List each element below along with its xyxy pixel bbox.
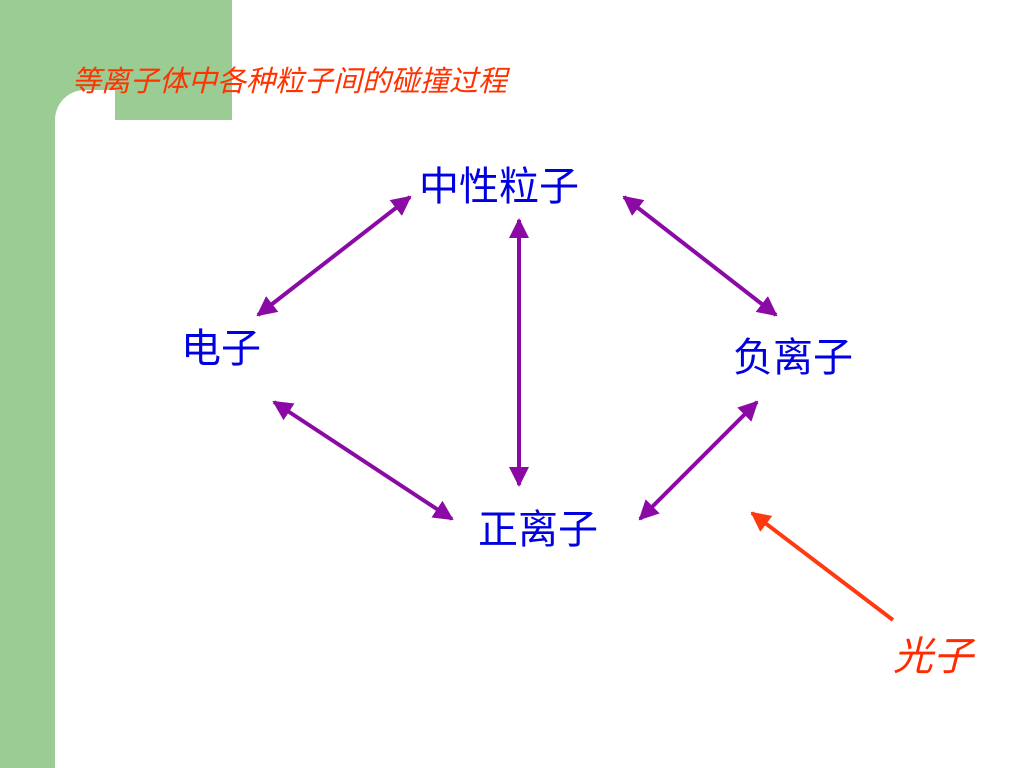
node-photon: 光子 bbox=[893, 634, 973, 680]
arrow-negative-ion-positive-ion bbox=[638, 400, 759, 521]
node-neutral-particle: 中性粒子 bbox=[419, 164, 579, 210]
node-electron: 电子 bbox=[181, 326, 261, 372]
arrow-electron-positive-ion bbox=[272, 400, 454, 521]
arrow-photon bbox=[750, 511, 895, 622]
slide-title: 等离子体中各种粒子间的碰撞过程 bbox=[72, 64, 508, 98]
node-negative-ion: 负离子 bbox=[733, 335, 853, 381]
arrow-neutral-electron bbox=[256, 195, 412, 317]
decorative-green-band-left bbox=[0, 0, 55, 768]
decorative-band-corner bbox=[55, 90, 115, 150]
node-positive-ion: 正离子 bbox=[478, 507, 598, 553]
decorative-green-band-top bbox=[0, 0, 232, 120]
arrow-neutral-negative-ion bbox=[622, 195, 778, 317]
